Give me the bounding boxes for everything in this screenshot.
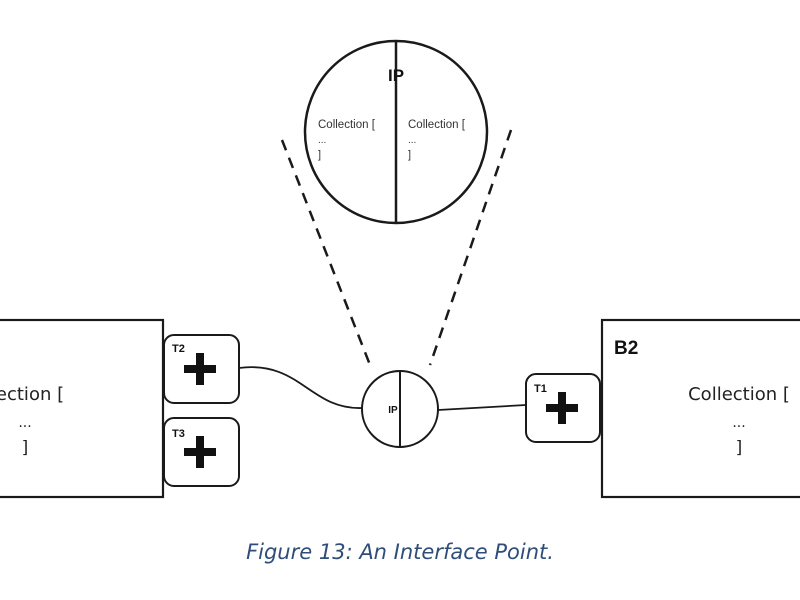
terminal-t2[interactable]: T2: [163, 334, 240, 404]
terminal-t3[interactable]: T3: [163, 417, 240, 487]
right-block-line-1: Collection [: [688, 384, 790, 405]
terminal-t1[interactable]: T1: [525, 373, 601, 443]
figure-caption: Figure 13: An Interface Point.: [246, 540, 554, 564]
projection-line-right: [428, 129, 513, 366]
left-block-line-2: ...: [18, 415, 31, 431]
magnified-ip-right-line-3: ]: [408, 149, 411, 161]
left-block-line-1: llection [: [0, 384, 64, 405]
left-block-frame: [0, 318, 165, 499]
interface-point-diagram: IP Collection [ ... ] Collection [ ... ]…: [0, 39, 800, 499]
magnified-ip-right-line-1: Collection [: [408, 119, 466, 131]
projection-line-left: [280, 139, 372, 366]
right-block-b2: B2 Collection [ ... ]: [600, 318, 800, 499]
right-block-line-2: ...: [732, 415, 745, 431]
plus-icon: [184, 353, 216, 385]
connector-ip-to-t1: [437, 404, 527, 411]
left-block-line-3: ]: [22, 438, 29, 458]
plus-icon: [546, 392, 578, 424]
magnified-ip-left-line-3: ]: [318, 149, 321, 161]
right-block-frame: [600, 318, 800, 499]
magnified-ip-left-line-1: Collection [: [318, 119, 376, 131]
right-block-title: B2: [614, 338, 638, 359]
plus-icon: [184, 436, 216, 468]
magnified-ip-label: IP: [388, 66, 404, 85]
terminal-t2-label: T2: [172, 343, 185, 355]
terminal-t3-label: T3: [172, 428, 185, 440]
left-block: llection [ ... ]: [0, 318, 165, 499]
terminal-t1-label: T1: [534, 383, 547, 395]
right-block-line-3: ]: [736, 438, 743, 458]
magnified-interface-point: IP Collection [ ... ] Collection [ ... ]: [303, 39, 489, 225]
magnified-ip-right-line-2: ...: [408, 135, 416, 146]
magnified-ip-left-line-2: ...: [318, 135, 326, 146]
interface-point-label: IP: [388, 405, 398, 416]
connector-t2-to-ip: [238, 366, 363, 409]
interface-point[interactable]: IP: [361, 370, 439, 448]
